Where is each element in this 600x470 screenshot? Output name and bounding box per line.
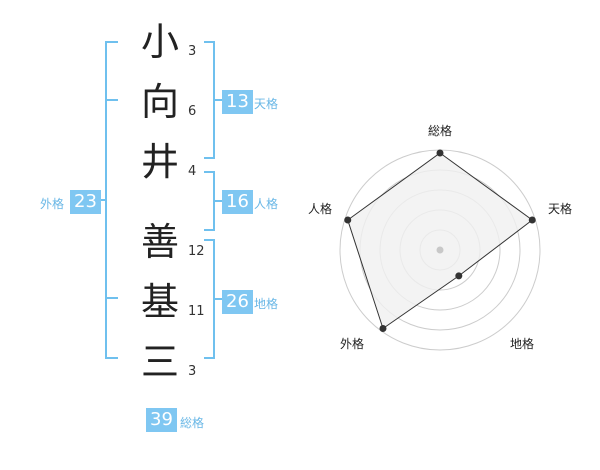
chikaku-score: 26	[222, 290, 253, 314]
radar-polygon	[347, 152, 534, 330]
radar-label-jinkaku: 人格	[308, 202, 333, 216]
tenkaku-score: 13	[222, 90, 253, 114]
name-char-6: 三	[140, 340, 179, 384]
jinkaku-bracket	[204, 171, 215, 231]
chikaku-label: 地格	[254, 297, 279, 311]
jinkaku-label: 人格	[254, 197, 279, 211]
radar-label-tenkaku: 天格	[548, 202, 573, 216]
outer-bracket	[105, 41, 118, 359]
name-char-3: 井	[140, 140, 179, 184]
gaikaku-score: 23	[70, 190, 101, 214]
radar-label-chikaku: 地格	[510, 337, 535, 351]
radar-point-4	[379, 324, 387, 332]
stroke-count-6: 3	[188, 364, 197, 379]
radar-label-gaikaku: 外格	[340, 337, 365, 351]
stroke-count-1: 3	[188, 44, 197, 59]
name-char-1: 小	[140, 20, 179, 64]
name-char-2: 向	[140, 80, 179, 124]
radar-center-dot	[436, 246, 444, 254]
name-char-5: 基	[140, 280, 179, 324]
tenkaku-label: 天格	[254, 97, 279, 111]
stroke-count-3: 4	[188, 164, 197, 179]
stroke-count-4: 12	[188, 244, 205, 259]
soukaku-score: 39	[146, 408, 177, 432]
radar-point-5	[344, 216, 352, 224]
chikaku-bracket	[204, 239, 215, 359]
soukaku-label: 総格	[180, 416, 205, 430]
stroke-count-5: 11	[188, 304, 205, 319]
radar-label-soukaku: 総格	[428, 124, 453, 138]
stroke-count-2: 6	[188, 104, 197, 119]
radar-point-1	[436, 149, 444, 157]
name-char-4: 善	[140, 220, 179, 264]
gaikaku-label: 外格	[40, 197, 65, 211]
tenkaku-bracket	[204, 41, 215, 159]
jinkaku-score: 16	[222, 190, 253, 214]
radar-point-3	[455, 272, 463, 280]
radar-point-2	[528, 216, 536, 224]
